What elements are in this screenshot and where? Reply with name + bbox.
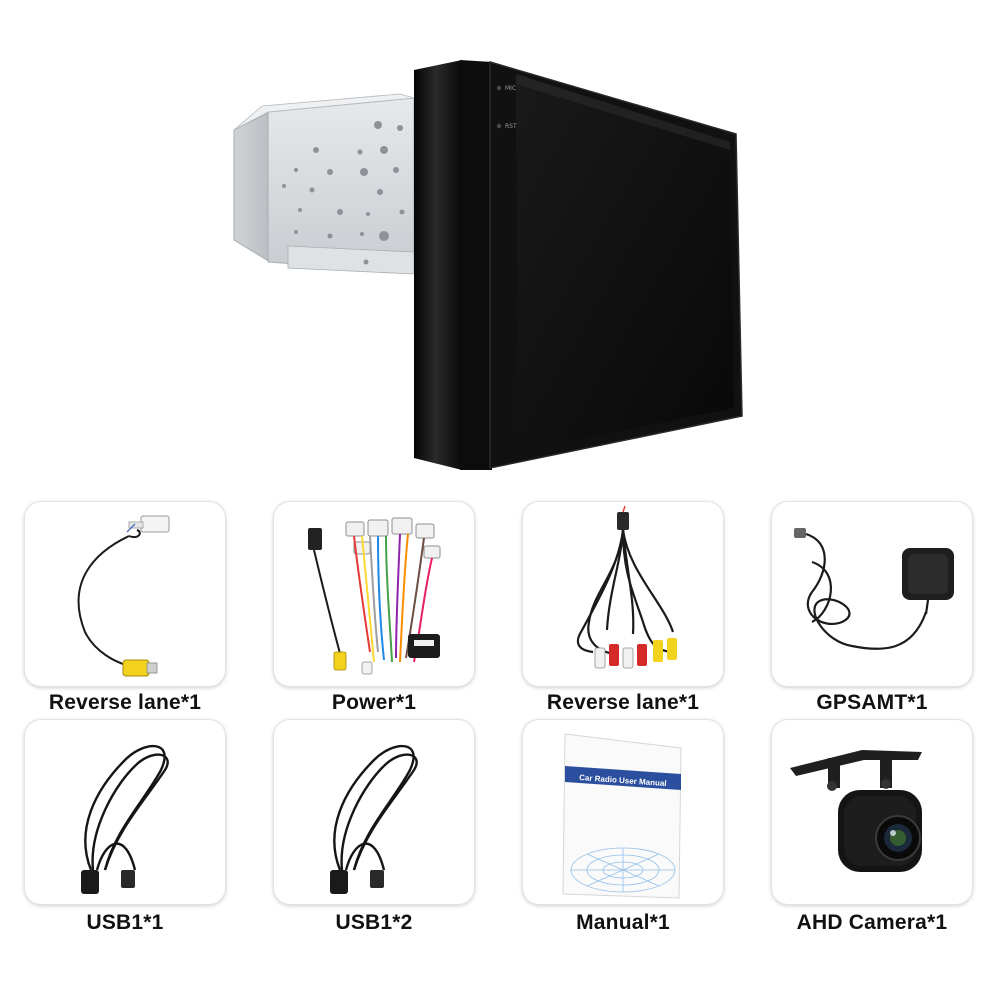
accessory-card-reverse-lane-rca: [523, 502, 723, 686]
accessory-label: Reverse lane*1: [546, 691, 700, 714]
accessory-card-reverse-lane: [25, 502, 225, 686]
head-unit-illustration: MIC RST: [233, 60, 743, 470]
accessory-card-ahd-camera: [772, 720, 972, 904]
rst-label: RST: [505, 123, 517, 130]
accessory-card-manual: Car Radio User Manual: [523, 720, 723, 904]
accessory-card-usb-1: [25, 720, 225, 904]
gps-antenna-icon: [794, 528, 954, 650]
accessory-label: GPSAMT*1: [816, 691, 928, 714]
rca-plugs: [594, 638, 677, 669]
manual-icon: Car Radio User Manual: [562, 733, 682, 899]
chassis-screw-holes: [282, 121, 405, 265]
power-harness-icon: [308, 517, 441, 675]
accessory-label: Manual*1: [576, 911, 670, 934]
accessory-label: AHD Camera*1: [796, 911, 948, 934]
head-unit-product-image: MIC RST: [0, 0, 1000, 480]
accessory-label: Reverse lane*1: [48, 691, 202, 714]
network-graphic: [570, 847, 676, 893]
camera-icon: [790, 750, 922, 872]
accessory-label: USB1*2: [335, 911, 413, 934]
mic-label: MIC: [505, 85, 516, 92]
reverse-cable-icon: [77, 515, 170, 677]
reset-button-icon: [496, 123, 502, 129]
rca-cable-icon: [576, 505, 677, 669]
accessory-card-gps-antenna: [772, 502, 972, 686]
usb-cable-icon: [330, 745, 418, 894]
accessory-card-power: [274, 502, 474, 686]
accessory-label: Power*1: [331, 691, 417, 714]
usb-cable-icon: [81, 745, 169, 894]
mic-hole-icon: [496, 85, 502, 91]
accessory-label: USB1*1: [86, 911, 164, 934]
accessory-card-usb-2: [274, 720, 474, 904]
